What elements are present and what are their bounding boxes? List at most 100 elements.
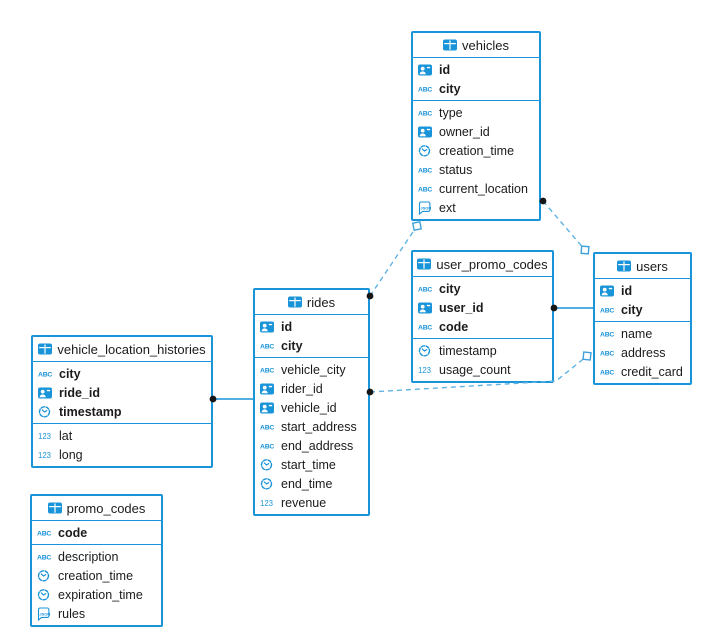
column-owner_id[interactable]: owner_id [413,122,539,141]
column-name: city [59,366,81,381]
uuid-icon [418,64,435,76]
text-icon: ABC [418,184,435,194]
column-vehicle_id[interactable]: vehicle_id [255,398,368,417]
svg-text:ABC: ABC [260,344,274,351]
table-header-vehicles[interactable]: vehicles [413,33,539,58]
table-header-rides[interactable]: rides [255,290,368,315]
svg-text:ABC: ABC [260,368,274,375]
uuid-icon [260,321,277,333]
table-header-users[interactable]: users [595,254,690,279]
column-name: vehicle_city [281,362,346,377]
svg-text:JSON: JSON [420,205,431,210]
column-name: user_id [439,300,484,315]
json-icon: JSON [418,200,435,215]
column-name: creation_time [439,143,515,158]
column-end_time[interactable]: end_time [255,474,368,493]
column-name: name [621,326,653,341]
column-creation_time[interactable]: creation_time [413,141,539,160]
column-name: id [439,62,451,77]
column-id[interactable]: id [413,60,539,79]
svg-text:ABC: ABC [600,332,614,339]
uuid-icon [600,285,617,297]
svg-text:ABC: ABC [260,425,274,432]
column-status[interactable]: ABC status [413,160,539,179]
column-vehicle_city[interactable]: ABC vehicle_city [255,360,368,379]
table-header-promo_codes[interactable]: promo_codes [32,496,161,521]
table-icon [617,260,632,272]
text-icon: ABC [260,341,277,351]
svg-text:ABC: ABC [600,370,614,377]
svg-text:ABC: ABC [418,287,432,294]
table-header-vehicle_location_histories[interactable]: vehicle_location_histories [33,337,211,362]
column-start_time[interactable]: start_time [255,455,368,474]
number-icon: 123 [38,431,55,441]
uuid-icon [260,383,277,395]
column-name: code [439,319,469,334]
number-icon: 123 [38,450,55,460]
json-icon: JSON [37,606,54,621]
table-header-user_promo_codes[interactable]: user_promo_codes [413,252,552,277]
column-rider_id[interactable]: rider_id [255,379,368,398]
column-expiration_time[interactable]: expiration_time [32,585,161,604]
column-name: description [58,549,119,564]
column-city[interactable]: ABC city [33,364,211,383]
column-timestamp[interactable]: timestamp [413,341,552,360]
table-icon [287,296,302,308]
table-name: rides [306,294,336,310]
column-creation_time[interactable]: creation_time [32,566,161,585]
column-name: id [281,319,293,334]
table-name: users [636,258,668,274]
column-id[interactable]: id [255,317,368,336]
column-timestamp[interactable]: timestamp [33,402,211,421]
column-name: status [439,162,473,177]
text-icon: ABC [600,367,617,377]
column-id[interactable]: id [595,281,690,300]
text-icon: ABC [418,284,435,294]
svg-text:ABC: ABC [38,372,52,379]
table-name: vehicle_location_histories [57,341,206,357]
text-icon: ABC [260,365,277,375]
text-icon: ABC [418,165,435,175]
column-user_id[interactable]: user_id [413,298,552,317]
column-ride_id[interactable]: ride_id [33,383,211,402]
svg-text:JSON: JSON [39,611,50,616]
column-name: rider_id [281,381,323,396]
column-name: timestamp [439,343,497,358]
table-icon [417,258,432,270]
table-icon [443,39,458,51]
column-name: creation_time [58,568,134,583]
column-name[interactable]: ABC name [595,324,690,343]
text-icon: ABC [600,305,617,315]
